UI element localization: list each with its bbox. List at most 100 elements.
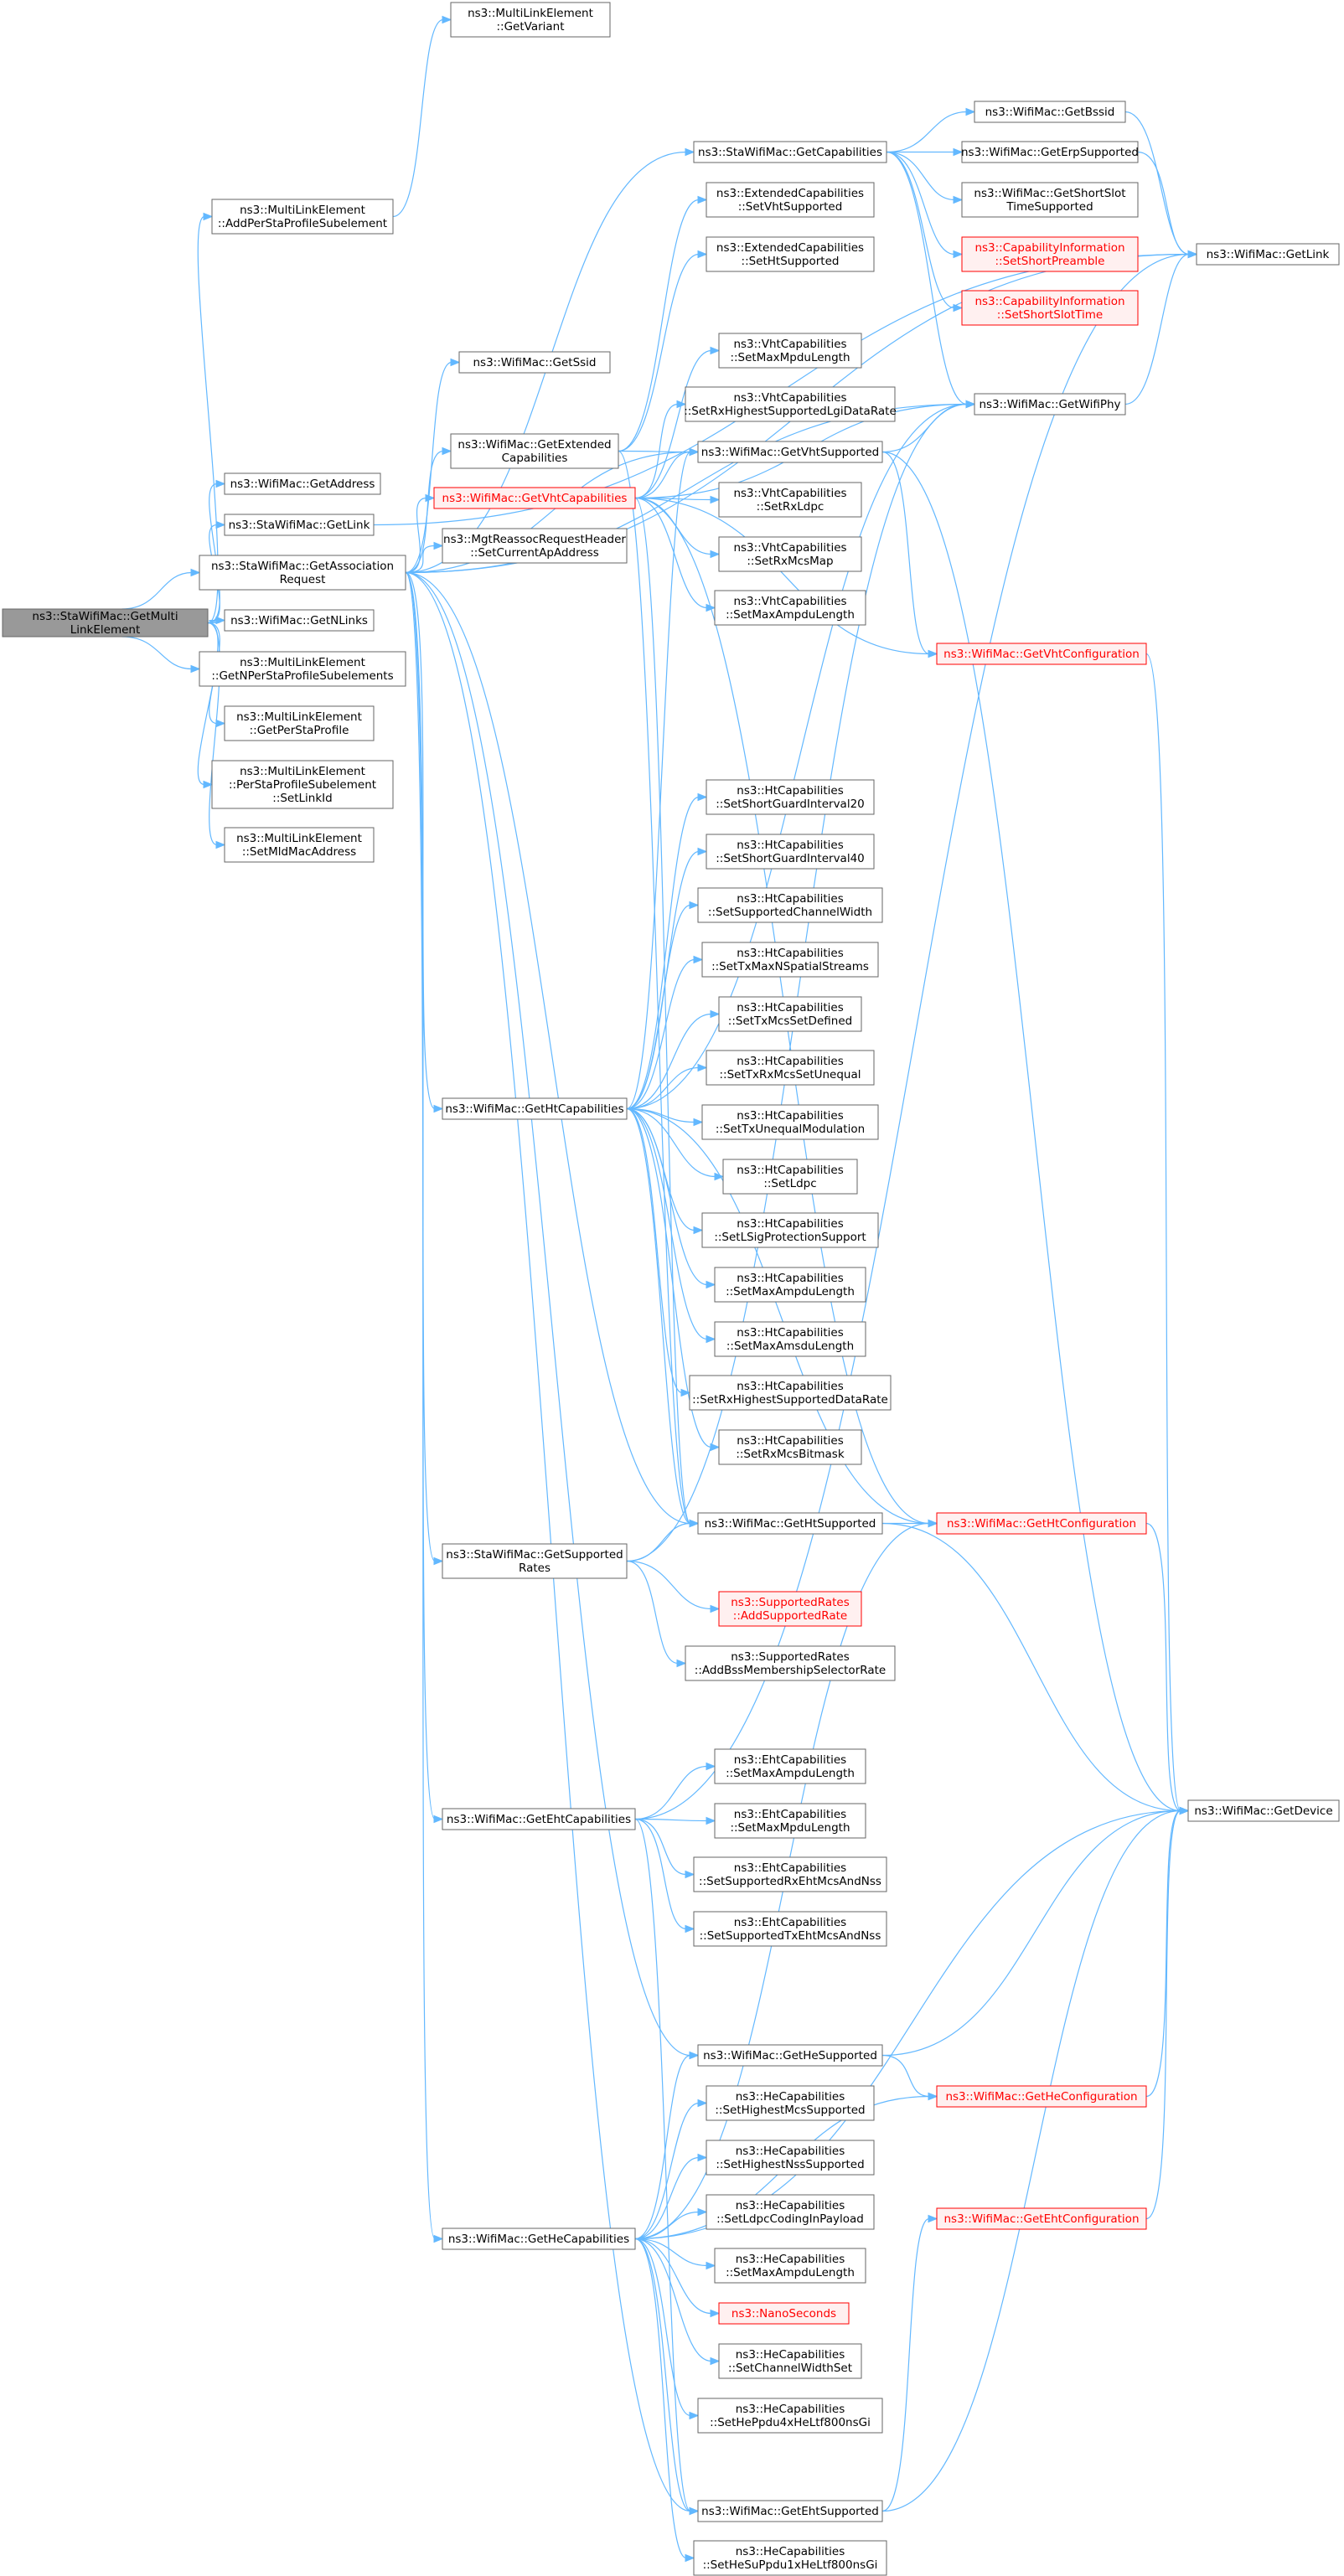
node-setmld[interactable]: ns3::MultiLinkElement::SetMldMacAddress <box>224 827 375 863</box>
node-getvariant[interactable]: ns3::MultiLinkElement::GetVariant <box>450 2 611 38</box>
node-addpersta[interactable]: ns3::MultiLinkElement::AddPerStaProfileS… <box>211 199 394 235</box>
node-getdevice[interactable]: ns3::WifiMac::GetDevice <box>1187 1799 1340 1822</box>
arrowhead <box>953 303 964 312</box>
node-htlsig[interactable]: ns3::HtCapabilities::SetLSigProtectionSu… <box>701 1212 879 1248</box>
node-ehtrxmcs[interactable]: ns3::EhtCapabilities::SetSupportedRxEhtM… <box>693 1856 887 1892</box>
node-box <box>718 2302 850 2325</box>
node-getehtcap[interactable]: ns3::WifiMac::GetEhtCapabilities <box>442 1808 636 1830</box>
node-stagetlink[interactable]: ns3::StaWifiMac::GetLink <box>224 514 375 536</box>
node-httxrxunequal[interactable]: ns3::HtCapabilities::SetTxRxMcsSetUnequa… <box>706 1050 875 1086</box>
node-gethecap[interactable]: ns3::WifiMac::GetHeCapabilities <box>442 2228 636 2250</box>
node-hemaxampdu[interactable]: ns3::HeCapabilities::SetMaxAmpduLength <box>714 2248 866 2284</box>
node-getlink[interactable]: ns3::WifiMac::GetLink <box>1196 243 1340 266</box>
node-gethtsup[interactable]: ns3::WifiMac::GetHtSupported <box>697 1512 883 1535</box>
node-label-line: ::SetLdpcCodingInPayload <box>716 2212 864 2226</box>
node-label-line: ::GetPerStaProfile <box>250 724 349 737</box>
node-vhtrxhigh[interactable]: ns3::VhtCapabilities::SetRxHighestSuppor… <box>684 386 897 422</box>
node-label-line: ns3::MultiLinkElement <box>240 656 365 669</box>
node-heldpc[interactable]: ns3::HeCapabilities::SetLdpcCodingInPayl… <box>706 2194 875 2230</box>
node-ehtmaxampdu[interactable]: ns3::EhtCapabilities::SetMaxAmpduLength <box>714 1748 866 1784</box>
node-label-line: ::SetTxUnequalModulation <box>716 1123 865 1136</box>
node-htmaxampdu[interactable]: ns3::HtCapabilities::SetMaxAmpduLength <box>714 1267 866 1303</box>
node-label-line: ns3::WifiMac::GetHtConfiguration <box>947 1517 1136 1531</box>
node-getnpersta[interactable]: ns3::MultiLinkElement::GetNPerStaProfile… <box>199 651 406 687</box>
arrowhead <box>953 195 964 204</box>
node-getehtconf[interactable]: ns3::WifiMac::GetEhtConfiguration <box>936 2207 1147 2230</box>
arrowhead <box>433 1556 444 1566</box>
node-setlinkid[interactable]: ns3::MultiLinkElement::PerStaProfileSube… <box>211 760 394 809</box>
node-label-line: ns3::WifiMac::GetAddress <box>230 478 375 491</box>
node-getaddress[interactable]: ns3::WifiMac::GetAddress <box>224 472 381 495</box>
node-getvhtcap[interactable]: ns3::WifiMac::GetVhtCapabilities <box>433 487 636 509</box>
node-getvhtsup[interactable]: ns3::WifiMac::GetVhtSupported <box>697 441 883 463</box>
node-geterp[interactable]: ns3::WifiMac::GetErpSupported <box>961 141 1139 163</box>
node-getssid[interactable]: ns3::WifiMac::GetSsid <box>458 351 611 374</box>
node-getheconf[interactable]: ns3::WifiMac::GetHeConfiguration <box>936 2085 1147 2108</box>
node-ehttxmcs[interactable]: ns3::EhtCapabilities::SetSupportedTxEhtM… <box>693 1911 887 1947</box>
node-mgtreassoc[interactable]: ns3::MgtReassocRequestHeader::SetCurrent… <box>442 528 628 564</box>
node-hechw[interactable]: ns3::HeCapabilities::SetChannelWidthSet <box>718 2343 862 2379</box>
node-capshortslot[interactable]: ns3::CapabilityInformation::SetShortSlot… <box>961 290 1139 326</box>
edge-gethtcap-to-gethtsup <box>626 1107 691 1525</box>
node-htchw[interactable]: ns3::HtCapabilities::SetSupportedChannel… <box>697 887 883 923</box>
node-label-line: ::SetRxMcsBitmask <box>736 1448 845 1461</box>
node-vhtrxldpc[interactable]: ns3::VhtCapabilities::SetRxLdpc <box>718 482 862 518</box>
arrowhead <box>215 840 226 849</box>
node-getvhtconf[interactable]: ns3::WifiMac::GetVhtConfiguration <box>936 643 1147 665</box>
node-label-line: ::SetRxHighestSupportedDataRate <box>692 1393 888 1407</box>
node-hehighmcs[interactable]: ns3::HeCapabilities::SetHighestMcsSuppor… <box>706 2085 875 2121</box>
node-vhtrxmcs[interactable]: ns3::VhtCapabilities::SetRxMcsMap <box>718 536 862 572</box>
node-htsgi40[interactable]: ns3::HtCapabilities::SetShortGuardInterv… <box>706 834 875 870</box>
node-httxmaxn[interactable]: ns3::HtCapabilities::SetTxMaxNSpatialStr… <box>701 942 879 978</box>
node-getwifiphy[interactable]: ns3::WifiMac::GetWifiPhy <box>974 393 1126 416</box>
node-label-line: ::AddSupportedRate <box>733 1609 847 1623</box>
node-box <box>714 1321 866 1357</box>
node-gethesup[interactable]: ns3::WifiMac::GetHeSupported <box>697 2044 883 2067</box>
node-nanoseconds[interactable]: ns3::NanoSeconds <box>718 2302 850 2325</box>
node-hehighnss[interactable]: ns3::HeCapabilities::SetHighestNssSuppor… <box>706 2140 875 2176</box>
node-vhtmaxmpdu[interactable]: ns3::VhtCapabilities::SetMaxMpduLength <box>718 333 862 369</box>
node-addbss[interactable]: ns3::SupportedRates::AddBssMembershipSel… <box>685 1645 896 1681</box>
node-getbssid[interactable]: ns3::WifiMac::GetBssid <box>974 101 1126 123</box>
node-ehtmaxmpdu[interactable]: ns3::EhtCapabilities::SetMaxMpduLength <box>714 1803 866 1839</box>
node-gethtcap[interactable]: ns3::WifiMac::GetHtCapabilities <box>442 1097 628 1120</box>
edge-gethtsup-to-getdevice <box>881 1522 1181 1812</box>
node-box <box>701 1212 879 1248</box>
node-vhtmaxampdu[interactable]: ns3::VhtCapabilities::SetMaxAmpduLength <box>714 590 866 626</box>
node-extsetvht[interactable]: ns3::ExtendedCapabilities::SetVhtSupport… <box>706 182 875 218</box>
node-stagetcap[interactable]: ns3::StaWifiMac::GetCapabilities <box>693 141 887 163</box>
node-gethtconf[interactable]: ns3::WifiMac::GetHtConfiguration <box>936 1512 1147 1535</box>
node-box <box>685 1645 896 1681</box>
node-htldpc[interactable]: ns3::HtCapabilities::SetLdpc <box>722 1159 858 1195</box>
node-htmaxamsdu[interactable]: ns3::HtCapabilities::SetMaxAmsduLength <box>714 1321 866 1357</box>
node-getehtsup[interactable]: ns3::WifiMac::GetEhtSupported <box>697 2500 883 2522</box>
edge-getvhtconf-to-getdevice <box>1145 653 1181 1812</box>
node-getpersta[interactable]: ns3::MultiLinkElement::GetPerStaProfile <box>224 705 375 741</box>
node-httxunequalmod[interactable]: ns3::HtCapabilities::SetTxUnequalModulat… <box>701 1104 879 1140</box>
node-label-line: ns3::ExtendedCapabilities <box>716 241 864 255</box>
node-htrxmcs[interactable]: ns3::HtCapabilities::SetRxMcsBitmask <box>718 1429 862 1465</box>
node-htsgi20[interactable]: ns3::HtCapabilities::SetShortGuardInterv… <box>706 779 875 815</box>
node-getnlinks[interactable]: ns3::WifiMac::GetNLinks <box>224 609 375 632</box>
node-httxmcsdef[interactable]: ns3::HtCapabilities::SetTxMcsSetDefined <box>718 996 862 1032</box>
arrowhead <box>1179 1806 1190 1815</box>
node-addsuprate[interactable]: ns3::SupportedRates::AddSupportedRate <box>718 1591 862 1627</box>
node-label-line: ns3::StaWifiMac::GetSupported <box>446 1548 623 1562</box>
node-box <box>697 441 883 463</box>
node-label-line: ns3::StaWifiMac::GetLink <box>229 519 370 532</box>
node-heppdu4x[interactable]: ns3::HeCapabilities::SetHePpdu4xHeLtf800… <box>697 2398 883 2434</box>
node-capshortpre[interactable]: ns3::CapabilityInformation::SetShortPrea… <box>961 236 1139 272</box>
node-box <box>211 760 394 809</box>
node-hesuppdu1x[interactable]: ns3::HeCapabilities::SetHeSuPpdu1xHeLtf8… <box>693 2540 887 2576</box>
node-extsetht[interactable]: ns3::ExtendedCapabilities::SetHtSupporte… <box>706 236 875 272</box>
node-label-line: ns3::HtCapabilities <box>737 947 843 960</box>
node-box <box>450 2 611 38</box>
edge-gethtcap-to-htchw <box>626 904 691 1110</box>
node-htrxhigh[interactable]: ns3::HtCapabilities::SetRxHighestSupport… <box>689 1375 892 1411</box>
